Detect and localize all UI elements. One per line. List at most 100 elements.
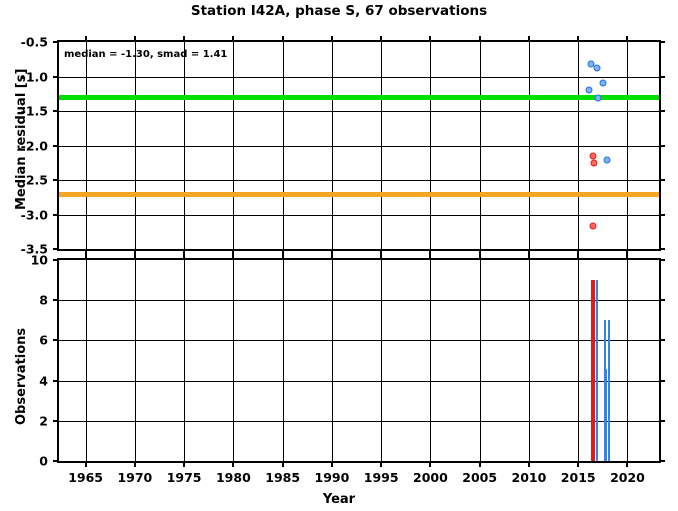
y-axis-tick bbox=[659, 144, 665, 147]
x-axis-tick bbox=[429, 461, 432, 467]
y-axis-tick bbox=[53, 259, 59, 261]
y-axis-tick bbox=[53, 379, 59, 382]
x-axis-tick bbox=[527, 249, 530, 255]
y-axis-tick bbox=[53, 460, 59, 462]
x-axis-label: Year bbox=[322, 492, 356, 507]
y-axis-tick bbox=[53, 248, 59, 250]
y-axis-tick bbox=[659, 339, 665, 342]
x-axis-tick bbox=[281, 254, 284, 260]
x-axis-ticklabel: 1995 bbox=[363, 470, 399, 485]
x-axis-ticklabel: 1975 bbox=[166, 470, 202, 485]
x-axis-tick bbox=[429, 254, 432, 260]
observations-plot-area bbox=[59, 260, 659, 461]
y-axis-tick bbox=[659, 248, 665, 250]
y-axis-ticklabel: 8 bbox=[39, 292, 48, 308]
x-axis-tick bbox=[133, 461, 136, 467]
bar-red-2016 bbox=[591, 280, 596, 461]
x-axis-tick bbox=[577, 461, 580, 467]
gridline-horizontal bbox=[59, 380, 659, 382]
y-axis-tick bbox=[53, 41, 59, 43]
x-axis-tick bbox=[577, 254, 580, 260]
y-axis-tick bbox=[659, 110, 665, 112]
data-point bbox=[594, 94, 602, 102]
data-point bbox=[589, 152, 597, 160]
x-axis-tick bbox=[281, 36, 284, 42]
y-axis-tick bbox=[659, 379, 665, 382]
x-axis-tick bbox=[330, 36, 333, 42]
y-axis-ticklabel: -3.0 bbox=[20, 207, 48, 222]
y-axis-tick bbox=[53, 339, 59, 342]
bar-blue-2018 bbox=[607, 320, 610, 461]
y-axis-ticklabel: 4 bbox=[39, 373, 48, 389]
x-axis-tick bbox=[183, 36, 186, 42]
x-axis-tick bbox=[232, 249, 235, 255]
x-axis-ticklabel: 2005 bbox=[462, 470, 498, 485]
gridline-horizontal bbox=[59, 340, 659, 342]
x-axis-tick bbox=[380, 36, 383, 42]
x-axis-tick bbox=[429, 249, 432, 255]
x-axis-tick bbox=[527, 461, 530, 467]
y-axis-tick bbox=[53, 144, 59, 147]
x-axis-tick bbox=[183, 249, 186, 255]
y-axis-tick bbox=[659, 213, 665, 216]
x-axis-tick bbox=[84, 461, 87, 467]
x-axis-tick bbox=[133, 254, 136, 260]
smad-line bbox=[59, 191, 659, 197]
data-point bbox=[585, 86, 593, 94]
y-axis-tick bbox=[53, 299, 59, 302]
data-point bbox=[590, 159, 598, 167]
x-axis-tick bbox=[232, 36, 235, 42]
x-axis-tick bbox=[133, 249, 136, 255]
x-axis-ticklabel: 2020 bbox=[610, 470, 645, 485]
y-axis-ticklabel: -0.5 bbox=[20, 34, 48, 50]
x-axis-tick bbox=[380, 249, 383, 255]
gridline-horizontal bbox=[59, 111, 659, 112]
gridline-horizontal bbox=[59, 180, 659, 181]
gridline-horizontal bbox=[59, 76, 659, 78]
x-axis-tick bbox=[626, 461, 629, 467]
x-axis-tick bbox=[232, 461, 235, 467]
y-axis-tick bbox=[659, 299, 665, 302]
x-axis-ticklabel: 1970 bbox=[117, 470, 153, 485]
x-axis-ticklabel: 2000 bbox=[413, 470, 448, 485]
data-point bbox=[593, 64, 601, 72]
x-axis-tick bbox=[281, 249, 284, 255]
x-axis-ticklabel: 2015 bbox=[560, 470, 596, 485]
gridline-horizontal bbox=[59, 420, 659, 422]
y-axis-ticklabel: 2 bbox=[39, 413, 48, 429]
gridline-vertical bbox=[85, 260, 87, 461]
data-point bbox=[587, 60, 595, 68]
x-axis-tick bbox=[183, 254, 186, 260]
y-axis-tick bbox=[659, 419, 665, 422]
x-axis-tick bbox=[577, 36, 580, 42]
x-axis-tick bbox=[478, 254, 481, 260]
gridline-vertical bbox=[479, 260, 481, 461]
x-axis-tick bbox=[626, 254, 629, 260]
bar-blue-2016 bbox=[595, 280, 598, 461]
y-axis-tick bbox=[659, 259, 665, 261]
x-axis-tick bbox=[133, 36, 136, 42]
gridline-vertical bbox=[134, 260, 136, 461]
x-axis-tick bbox=[281, 461, 284, 467]
gridline-vertical bbox=[381, 260, 383, 461]
y-axis-ticklabel: -2.5 bbox=[20, 172, 48, 188]
x-axis-tick bbox=[232, 254, 235, 260]
x-axis-tick bbox=[183, 461, 186, 467]
gridline-vertical bbox=[331, 260, 333, 461]
y-axis-tick bbox=[53, 419, 59, 422]
x-axis-tick bbox=[527, 254, 530, 260]
data-point bbox=[603, 156, 611, 164]
x-axis-tick bbox=[330, 461, 333, 467]
gridline-horizontal bbox=[59, 145, 659, 147]
median-residual-panel bbox=[53, 36, 665, 255]
x-axis-tick bbox=[429, 36, 432, 42]
x-axis-tick bbox=[84, 254, 87, 260]
y-axis-tick bbox=[53, 110, 59, 112]
x-axis-ticklabel: 1980 bbox=[215, 470, 251, 485]
y-axis-ticklabel: -3.5 bbox=[20, 241, 48, 257]
bar-blue-2017 bbox=[604, 320, 607, 461]
y-axis-tick bbox=[53, 75, 59, 78]
gridline-horizontal bbox=[59, 300, 659, 302]
observations-panel bbox=[53, 254, 665, 467]
